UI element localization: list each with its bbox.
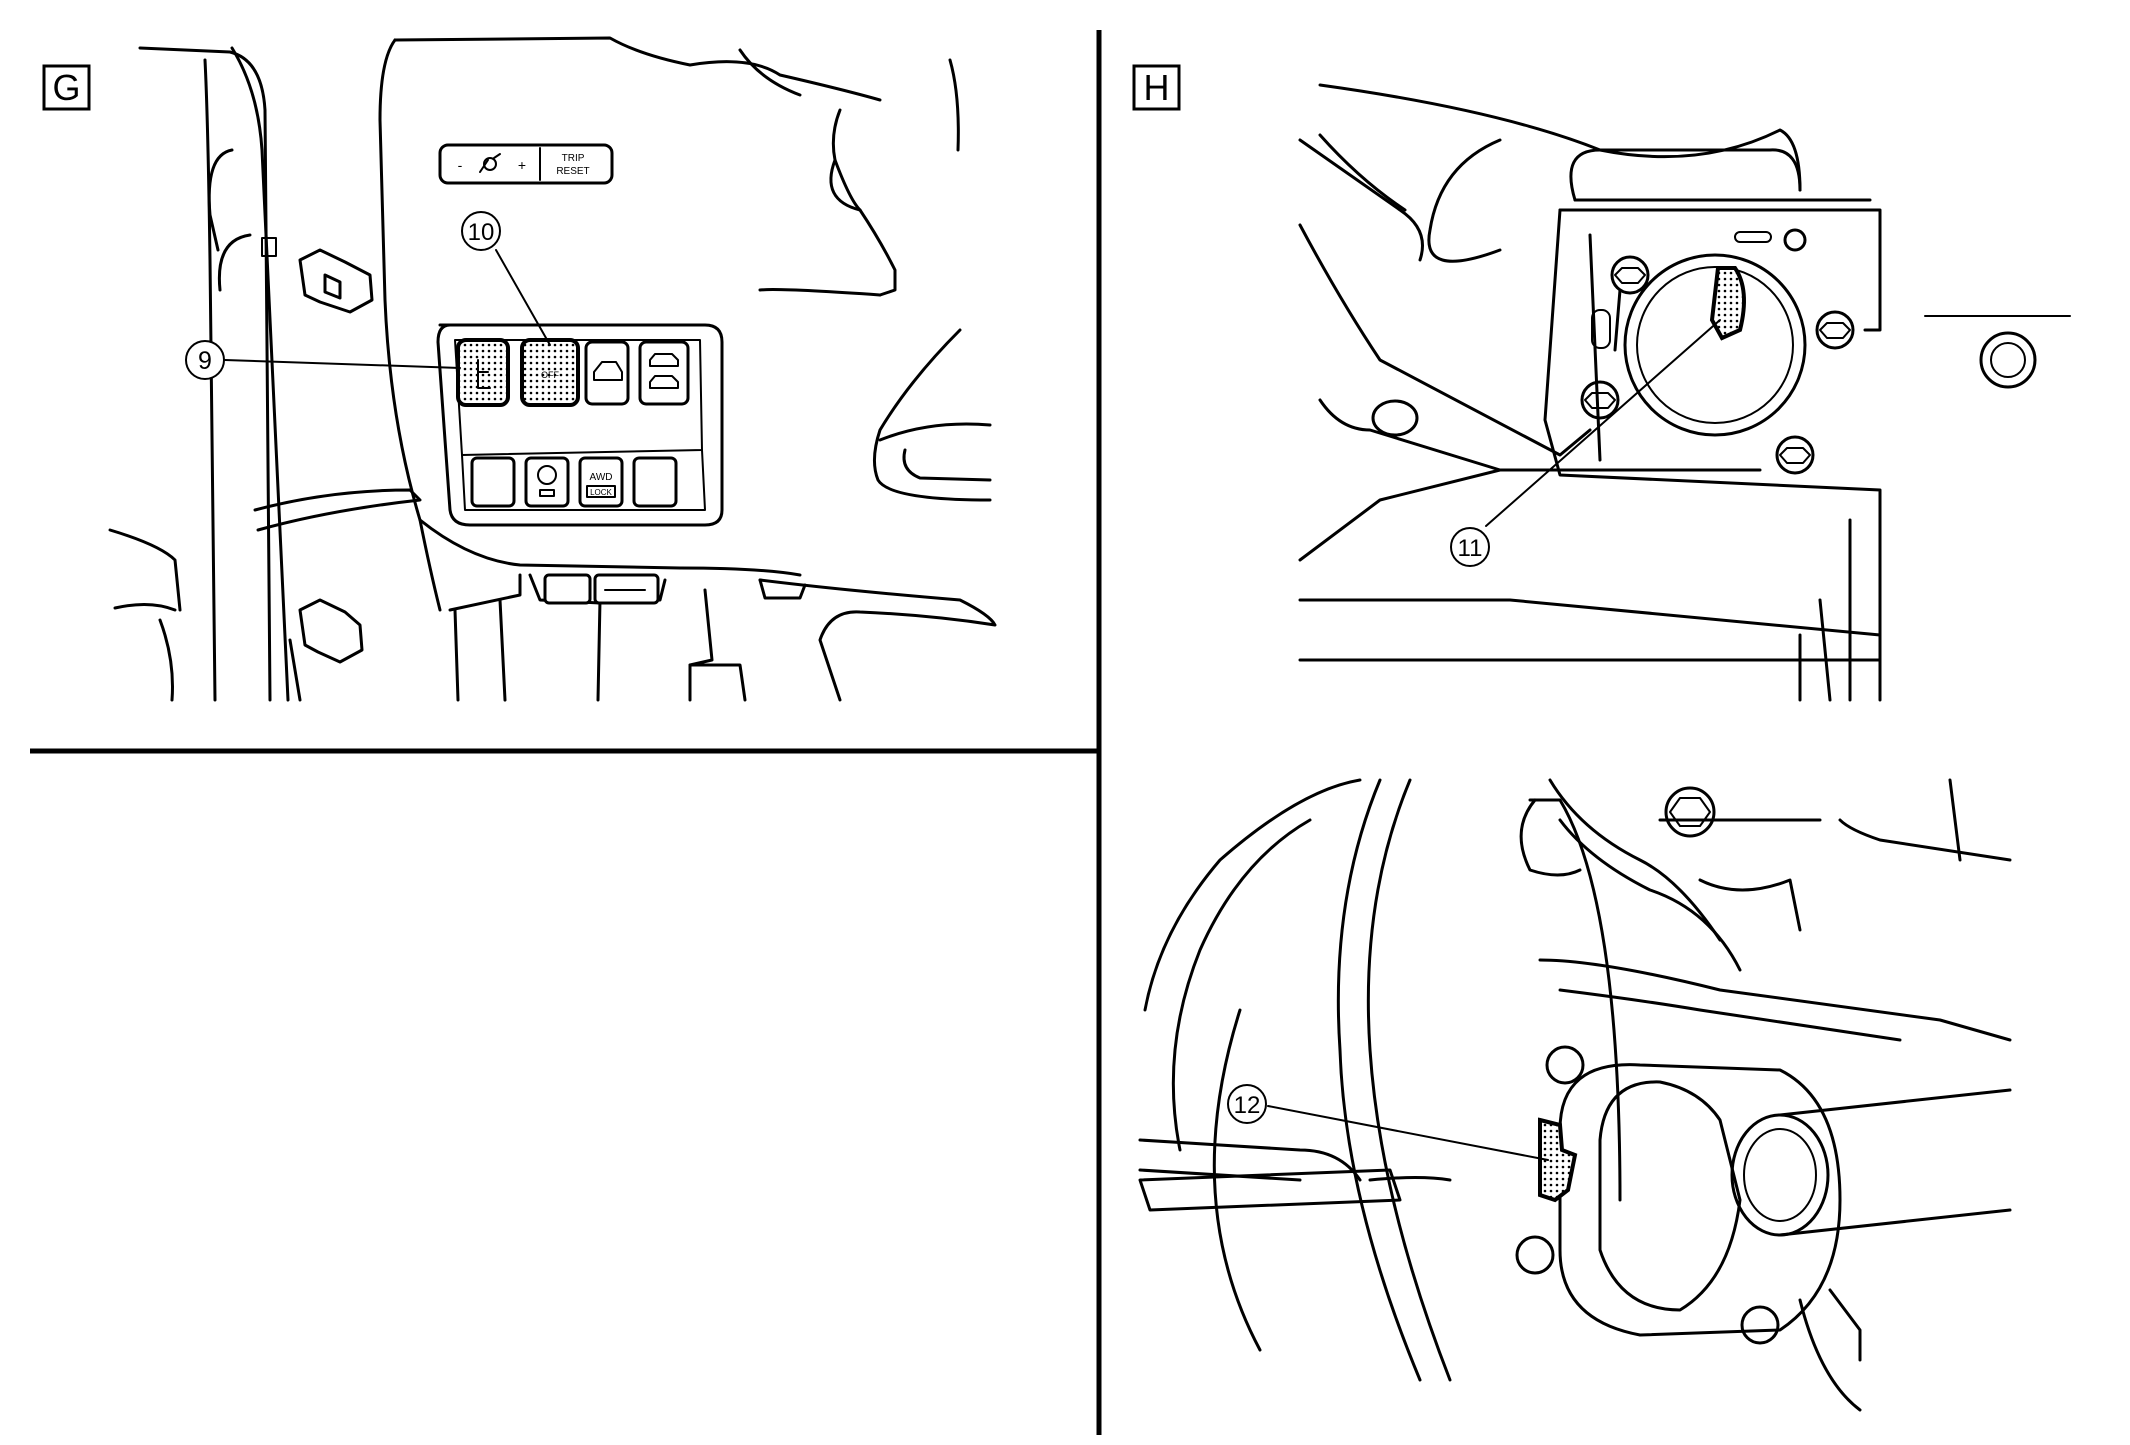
callout-12-label: 12 xyxy=(1234,1092,1261,1119)
lower-switches xyxy=(543,573,660,605)
callout-10-label: 10 xyxy=(468,219,495,246)
callout-12: 12 xyxy=(1227,1084,1549,1161)
switch-10: OFF xyxy=(520,338,580,407)
trip-computer-switch: - + TRIP RESET xyxy=(438,143,614,185)
trip-label: TRIP xyxy=(562,153,585,164)
switch-6 xyxy=(524,456,570,508)
switch-panel: OFF AWD LOCK xyxy=(436,323,724,527)
lock-label: LOCK xyxy=(590,488,612,497)
display-adjust-icon xyxy=(479,153,501,173)
upper-assembly-drawing xyxy=(1298,83,2071,702)
switch-4 xyxy=(638,340,690,406)
svg-text:OFF: OFF xyxy=(541,370,559,380)
switch-9 xyxy=(456,338,510,407)
switch-8 xyxy=(632,456,678,508)
lower-assembly-drawing xyxy=(1138,778,2012,1412)
dashboard-drawing xyxy=(378,36,997,702)
switch-3 xyxy=(584,340,630,406)
panel-g-label-box: G xyxy=(42,64,91,111)
callout-11: 11 xyxy=(1450,319,1721,567)
switch-5 xyxy=(470,456,516,508)
awd-label: AWD xyxy=(590,472,613,483)
door-pillar-drawing xyxy=(108,46,422,702)
panel-h-label: H xyxy=(1144,67,1170,108)
panel-h-label-box: H xyxy=(1132,64,1181,111)
panel-g: G xyxy=(42,36,997,702)
hex-bolts-upper xyxy=(1580,255,1855,475)
callout-9: 9 xyxy=(185,340,461,380)
callout-9-label: 9 xyxy=(198,347,212,375)
callout-10: 10 xyxy=(461,211,551,346)
panel-dividers xyxy=(30,30,1102,1435)
awd-lock-switch: AWD LOCK xyxy=(578,456,624,508)
trip-plus-label: + xyxy=(518,157,526,173)
callout-11-label: 11 xyxy=(1458,535,1483,562)
reset-label: RESET xyxy=(556,166,589,177)
trip-minus-label: - xyxy=(458,157,463,173)
panel-g-label: G xyxy=(52,67,80,108)
panel-h: H xyxy=(1132,64,2071,1412)
